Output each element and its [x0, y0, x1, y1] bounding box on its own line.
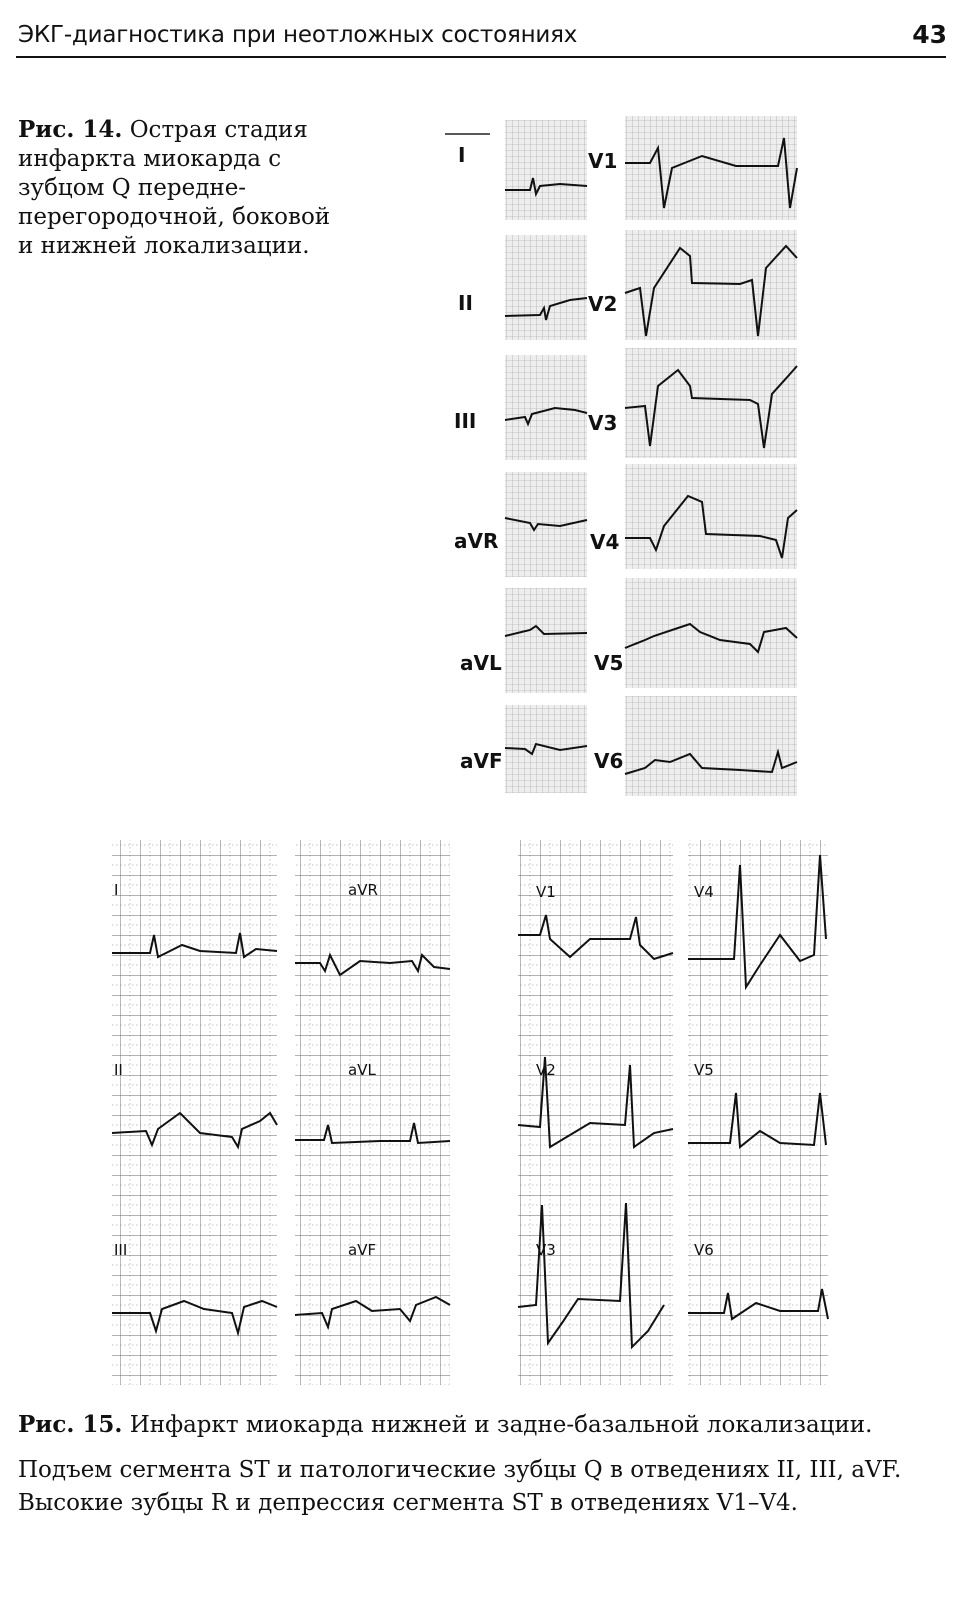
- lead-label: V6: [694, 1241, 714, 1259]
- figure-14-caption: Рис. 14. Острая стадия инфаркта миокарда…: [18, 115, 338, 261]
- lead-label: I: [458, 143, 465, 167]
- figure-14-label: Рис. 14.: [18, 116, 123, 143]
- lead-label: V6: [594, 749, 623, 773]
- strip-lead-V5: [625, 578, 797, 688]
- strip-column-limb-1: [112, 840, 277, 1385]
- figure-14-ecg: I II III aVR aVL aVF V1 V2 V3 V4 V5 V6: [445, 116, 798, 796]
- strip-lead-V3: [625, 348, 797, 458]
- lead-label: V4: [694, 883, 714, 901]
- strip-lead-aVL: [505, 588, 587, 693]
- strip-lead-V6: [625, 696, 797, 796]
- right-traces: [624, 137, 798, 775]
- figure-15-label: Рис. 15.: [18, 1411, 123, 1438]
- header-divider: [16, 56, 946, 58]
- figure-15-description: Подъем сегмента ST и патологические зубц…: [18, 1454, 948, 1520]
- running-header-title: ЭКГ-диагностика при неотложных состояния…: [18, 22, 578, 48]
- lead-label: V3: [536, 1241, 556, 1259]
- lead-label: III: [454, 409, 476, 433]
- lead-label: aVF: [460, 749, 503, 773]
- lead-label: V5: [594, 651, 623, 675]
- lead-label: V4: [590, 530, 619, 554]
- lead-label: V2: [588, 292, 617, 316]
- figure-15-description-line-1: Подъем сегмента ST и патологические зубц…: [18, 1457, 902, 1483]
- figure-15-ecg: I II III aVR aVL aVF V1 V2 V3 V4 V5 V6: [111, 840, 829, 1385]
- strip-lead-V1: [625, 116, 797, 220]
- strip-column-chest-2: [688, 840, 828, 1385]
- lead-label: V1: [536, 883, 556, 901]
- lead-label: II: [114, 1061, 123, 1079]
- figure-14-caption-text: Острая стадия инфаркта миокарда с зубцом…: [18, 117, 331, 259]
- lead-label: III: [114, 1241, 127, 1259]
- figure-15-caption: Рис. 15. Инфаркт миокарда нижней и задне…: [18, 1408, 948, 1442]
- lead-label: aVR: [348, 881, 378, 899]
- page-number: 43: [912, 20, 947, 49]
- lead-label: V5: [694, 1061, 714, 1079]
- strip-lead-V2: [625, 230, 797, 340]
- left-lead-strips: [505, 120, 587, 793]
- lead-label: I: [114, 881, 118, 899]
- figure-15-traces: [111, 854, 829, 1350]
- lead-label: aVL: [460, 651, 502, 675]
- figure-15-caption-text: Инфаркт миокарда нижней и задне-базально…: [122, 1412, 873, 1438]
- strip-column-chest-1: [518, 840, 673, 1385]
- strip-lead-III: [505, 355, 587, 460]
- right-lead-strips: [625, 116, 797, 796]
- lead-label: aVF: [348, 1241, 376, 1259]
- figure-15-description-line-2: Высокие зубцы R и депрессия сегмента ST …: [18, 1490, 798, 1516]
- lead-label: V3: [588, 411, 617, 435]
- strip-lead-II: [505, 235, 587, 340]
- lead-label: aVL: [348, 1061, 376, 1079]
- lead-label: V2: [536, 1061, 556, 1079]
- strip-column-limb-2: [295, 840, 450, 1385]
- lead-label: II: [458, 291, 473, 315]
- lead-label: aVR: [454, 529, 498, 553]
- lead-label: V1: [588, 149, 617, 173]
- strip-lead-V4: [625, 464, 797, 569]
- strip-lead-I: [505, 120, 587, 220]
- left-traces: [504, 177, 588, 756]
